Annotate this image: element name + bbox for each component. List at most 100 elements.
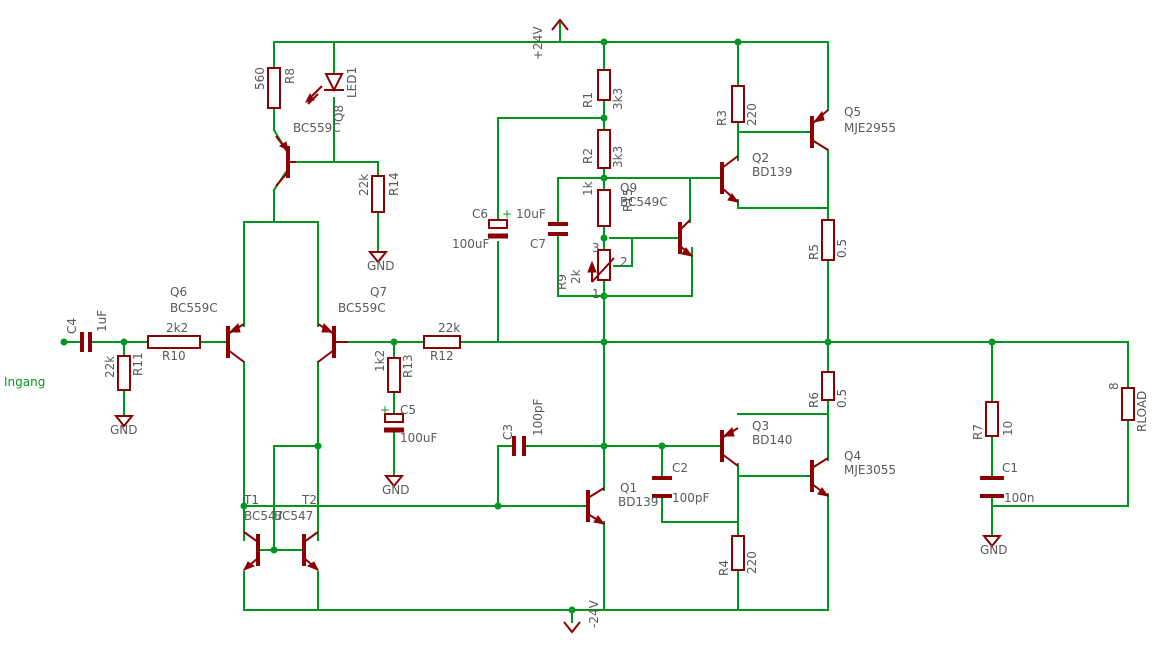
r14-designator: R14 xyxy=(387,172,401,196)
q2-designator: Q2 xyxy=(752,151,769,165)
junction-dot xyxy=(568,606,576,614)
resistor-r11[interactable] xyxy=(117,355,131,391)
c5-designator: C5 xyxy=(400,403,416,417)
r10-value: 2k2 xyxy=(166,321,188,335)
q7-value: BC559C xyxy=(338,301,386,315)
r15-value: 1k xyxy=(581,181,595,196)
gnd-symbol-r14 xyxy=(367,251,389,264)
gnd-symbol-r11 xyxy=(113,415,135,428)
capacitor-c5[interactable]: + xyxy=(380,403,404,433)
r1-value: 3k3 xyxy=(611,88,625,110)
resistor-r14[interactable] xyxy=(371,175,385,213)
t1-designator: T1 xyxy=(243,493,259,507)
c4-designator: C4 xyxy=(65,318,79,334)
c6-designator: C6 xyxy=(472,207,488,221)
led1-designator: LED1 xyxy=(345,67,359,98)
r4-value: 220 xyxy=(745,551,759,574)
resistor-r13[interactable] xyxy=(387,357,401,393)
r11-designator: R11 xyxy=(131,352,145,376)
r12-value: 22k xyxy=(438,321,460,335)
c3-value: 100pF xyxy=(531,398,545,436)
transistor-q5[interactable] xyxy=(810,109,829,151)
resistor-r3[interactable] xyxy=(731,85,745,123)
transistor-q7[interactable] xyxy=(317,323,348,363)
c7-value: 10uF xyxy=(516,207,546,221)
q8-value: BC559C xyxy=(293,121,341,135)
transistor-q2[interactable] xyxy=(720,155,740,203)
potentiometer-r9[interactable] xyxy=(587,249,615,283)
junction-layer xyxy=(60,38,996,614)
capacitor-c7[interactable] xyxy=(548,222,568,236)
vplus-supply-symbol xyxy=(551,18,569,31)
r13-value: 1k2 xyxy=(373,350,387,372)
q4-designator: Q4 xyxy=(844,449,861,463)
junction-dot xyxy=(270,546,278,554)
c7-designator: C7 xyxy=(530,237,546,251)
transistor-t1[interactable] xyxy=(242,531,260,571)
gnd-label-r14: GND xyxy=(367,259,395,273)
transistor-q1[interactable] xyxy=(586,487,606,525)
capacitor-c3[interactable] xyxy=(512,436,526,456)
capacitor-c6[interactable]: + xyxy=(488,207,512,239)
r2-value: 3k3 xyxy=(611,146,625,168)
resistor-r7[interactable] xyxy=(985,401,999,437)
r14-value: 22k xyxy=(357,174,371,196)
junction-dot xyxy=(600,442,608,450)
resistor-r5[interactable] xyxy=(821,219,835,261)
input-label: Ingang xyxy=(4,375,45,389)
q4-value: MJE3055 xyxy=(844,463,896,477)
q3-designator: Q3 xyxy=(752,419,769,433)
rload-designator: RLOAD xyxy=(1135,391,1149,432)
t2-value: BC547 xyxy=(274,509,313,523)
capacitor-c2[interactable] xyxy=(652,476,672,498)
c3-designator: C3 xyxy=(501,424,515,440)
transistor-q8[interactable] xyxy=(275,135,296,187)
junction-dot xyxy=(314,442,322,450)
r8-designator: R8 xyxy=(283,68,297,84)
transistor-q9[interactable] xyxy=(678,219,694,257)
capacitor-c1[interactable] xyxy=(980,476,1004,498)
resistor-r6[interactable] xyxy=(821,371,835,401)
r15-designator: R15 xyxy=(621,188,635,212)
r7-value: 10 xyxy=(1001,421,1015,436)
q5-designator: Q5 xyxy=(844,105,861,119)
wire-layer xyxy=(63,21,1129,623)
c2-value: 100pF xyxy=(672,491,710,505)
vminus-label: -24V xyxy=(587,599,601,628)
q6-designator: Q6 xyxy=(170,285,187,299)
gnd-label-r11: GND xyxy=(110,423,138,437)
junction-dot xyxy=(734,38,742,46)
led1[interactable] xyxy=(305,73,344,105)
q6-value: BC559C xyxy=(170,301,218,315)
resistor-r15[interactable] xyxy=(597,189,611,227)
r5-value: 0.5 xyxy=(835,239,849,258)
transistor-q4[interactable] xyxy=(810,457,830,497)
resistor-rload[interactable] xyxy=(1121,387,1135,421)
r7-designator: R7 xyxy=(971,424,985,440)
r4-designator: R4 xyxy=(717,560,731,576)
gnd-label-c1: GND xyxy=(980,543,1008,557)
resistor-r4[interactable] xyxy=(731,535,745,571)
transistor-q6[interactable] xyxy=(226,323,245,363)
r12-designator: R12 xyxy=(430,349,454,363)
resistor-r2[interactable] xyxy=(597,129,611,169)
transistor-q3[interactable] xyxy=(720,427,739,467)
vminus-supply-symbol xyxy=(563,621,581,634)
capacitor-c4[interactable] xyxy=(80,332,92,352)
gnd-symbol-c5 xyxy=(383,475,405,488)
gnd-label-c5: GND xyxy=(382,483,410,497)
resistor-r12[interactable] xyxy=(423,335,461,349)
r8-value: 560 xyxy=(253,67,267,90)
resistor-r1[interactable] xyxy=(597,69,611,101)
c2-designator: C2 xyxy=(672,461,688,475)
transistor-t2[interactable] xyxy=(302,531,320,571)
r6-value: 0.5 xyxy=(835,389,849,408)
junction-dot xyxy=(60,338,68,346)
resistor-r8[interactable] xyxy=(267,67,281,109)
c6-plus-mark: + xyxy=(502,207,512,221)
r13-designator: R13 xyxy=(401,354,415,378)
resistor-r10[interactable] xyxy=(147,335,201,349)
c6-value: 100uF xyxy=(452,237,490,251)
junction-dot xyxy=(658,442,666,450)
